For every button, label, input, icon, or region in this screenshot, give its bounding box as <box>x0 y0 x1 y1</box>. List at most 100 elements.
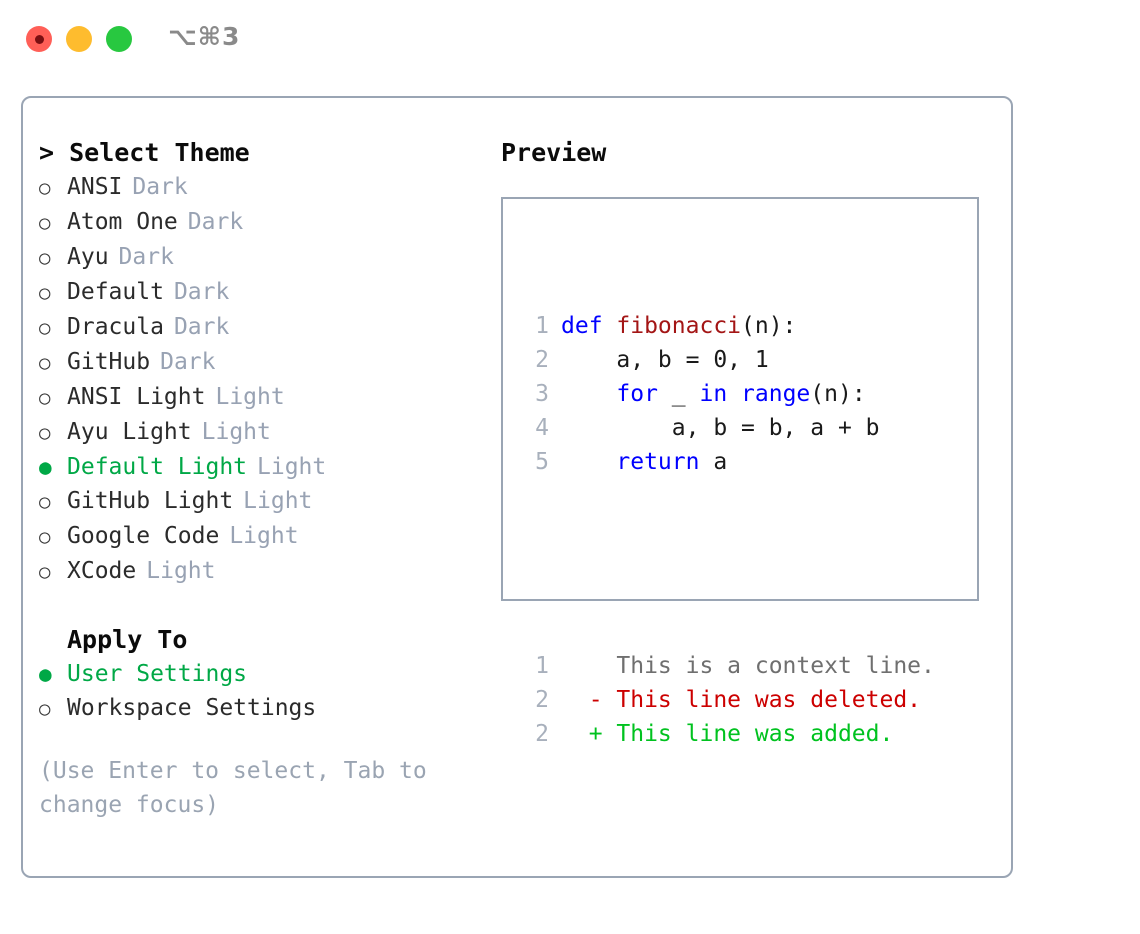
theme-option-label: Default <box>67 279 164 305</box>
apply-to-option-label: User Settings <box>67 661 248 687</box>
diff-text: This line was added. <box>616 721 894 747</box>
code-line: 4 a, b = b, a + b <box>517 411 935 445</box>
theme-option-tag: Light <box>229 523 299 549</box>
code-token <box>561 377 616 411</box>
line-number: 2 <box>535 687 549 713</box>
apply-to-header: Apply To <box>67 625 188 654</box>
radio-unselected-icon: ○ <box>39 282 51 304</box>
theme-option-github-light[interactable]: ○ GitHub Light Light <box>39 484 479 519</box>
code-line: 5 return a <box>517 445 935 479</box>
diff-text: This is a context line. <box>616 653 935 679</box>
code-token: in <box>699 381 728 407</box>
theme-option-label: Atom One <box>67 209 178 235</box>
theme-option-xcode[interactable]: ○ XCode Light <box>39 554 479 589</box>
window-title-shortcut: ⌥⌘3 <box>168 22 241 51</box>
theme-option-tag: Dark <box>160 349 216 375</box>
radio-unselected-icon: ○ <box>39 561 51 583</box>
apply-to-option-user-settings[interactable]: ● User Settings <box>39 657 479 691</box>
code-line: 3 for _ in range(n): <box>517 377 935 411</box>
line-number: 2 <box>535 721 549 747</box>
theme-option-tag: Light <box>257 454 327 480</box>
diff-line-add: 2 + This line was added. <box>517 717 935 751</box>
line-number: 3 <box>535 381 549 407</box>
radio-selected-icon: ● <box>39 455 52 479</box>
diff-line-ctx: 1 This is a context line. <box>517 649 935 683</box>
code-blank-line <box>517 547 935 581</box>
line-number: 4 <box>535 415 549 441</box>
code-line: 2 a, b = 0, 1 <box>517 343 935 377</box>
apply-to-option-label: Workspace Settings <box>67 695 317 721</box>
theme-option-tag: Dark <box>118 244 174 270</box>
title-bar: ⌥⌘3 <box>0 0 1140 78</box>
theme-option-label: Ayu Light <box>67 419 192 445</box>
theme-option-default[interactable]: ○ Default Dark <box>39 275 479 310</box>
theme-option-tag: Dark <box>132 174 188 200</box>
line-number: 1 <box>535 653 549 679</box>
theme-option-label: ANSI Light <box>67 384 206 410</box>
code-token: fibonacci <box>616 313 742 339</box>
apply-to-list[interactable]: ● User Settings ○Workspace Settings <box>39 657 479 726</box>
theme-option-label: XCode <box>67 558 137 584</box>
window-controls <box>26 26 132 52</box>
radio-unselected-icon: ○ <box>39 526 51 548</box>
radio-unselected-icon: ○ <box>39 422 51 444</box>
theme-option-tag: Light <box>146 558 216 584</box>
list-spacer <box>39 589 479 623</box>
theme-option-tag: Light <box>201 419 271 445</box>
radio-unselected-icon: ○ <box>39 247 51 269</box>
code-token <box>727 377 741 411</box>
code-token: range <box>741 381 811 407</box>
radio-unselected-icon: ○ <box>39 177 51 199</box>
theme-option-google-code[interactable]: ○ Google Code Light <box>39 519 479 554</box>
code-token: for <box>616 381 658 407</box>
keyboard-hint: (Use Enter to select, Tab to change focu… <box>39 758 427 818</box>
diff-text: This line was deleted. <box>616 687 922 713</box>
code-token: a, b = 0, 1 <box>561 347 769 373</box>
radio-unselected-icon: ○ <box>39 317 51 339</box>
line-number: 1 <box>535 313 549 339</box>
code-token: a, b = b, a + b <box>561 415 880 441</box>
radio-unselected-icon: ○ <box>39 352 51 374</box>
close-button[interactable] <box>26 26 52 52</box>
radio-unselected-icon: ○ <box>39 212 51 234</box>
diff-lines: 1 This is a context line.2 - This line w… <box>517 649 935 751</box>
code-token <box>561 445 616 479</box>
theme-option-tag: Light <box>215 384 285 410</box>
minimize-button[interactable] <box>66 26 92 52</box>
zoom-button[interactable] <box>106 26 132 52</box>
diff-line-del: 2 - This line was deleted. <box>517 683 935 717</box>
radio-unselected-icon: ○ <box>39 491 51 513</box>
line-number: 2 <box>535 347 549 373</box>
code-token: (n): <box>741 313 797 339</box>
theme-option-label: Google Code <box>67 523 220 549</box>
theme-option-ayu-light[interactable]: ○ Ayu Light Light <box>39 415 479 450</box>
diff-marker: + <box>561 721 617 747</box>
theme-option-tag: Light <box>243 488 313 514</box>
line-number: 5 <box>535 449 549 475</box>
diff-marker <box>561 649 616 683</box>
radio-selected-icon: ● <box>39 662 52 686</box>
theme-option-label: Dracula <box>67 314 164 340</box>
diff-marker: - <box>561 687 617 713</box>
apply-to-option-workspace-settings[interactable]: ○Workspace Settings <box>39 691 479 726</box>
code-token: a <box>699 449 728 475</box>
theme-option-label: GitHub Light <box>67 488 234 514</box>
code-token: return <box>616 449 700 475</box>
code-token: (n): <box>810 381 866 407</box>
theme-option-tag: Dark <box>173 279 230 305</box>
